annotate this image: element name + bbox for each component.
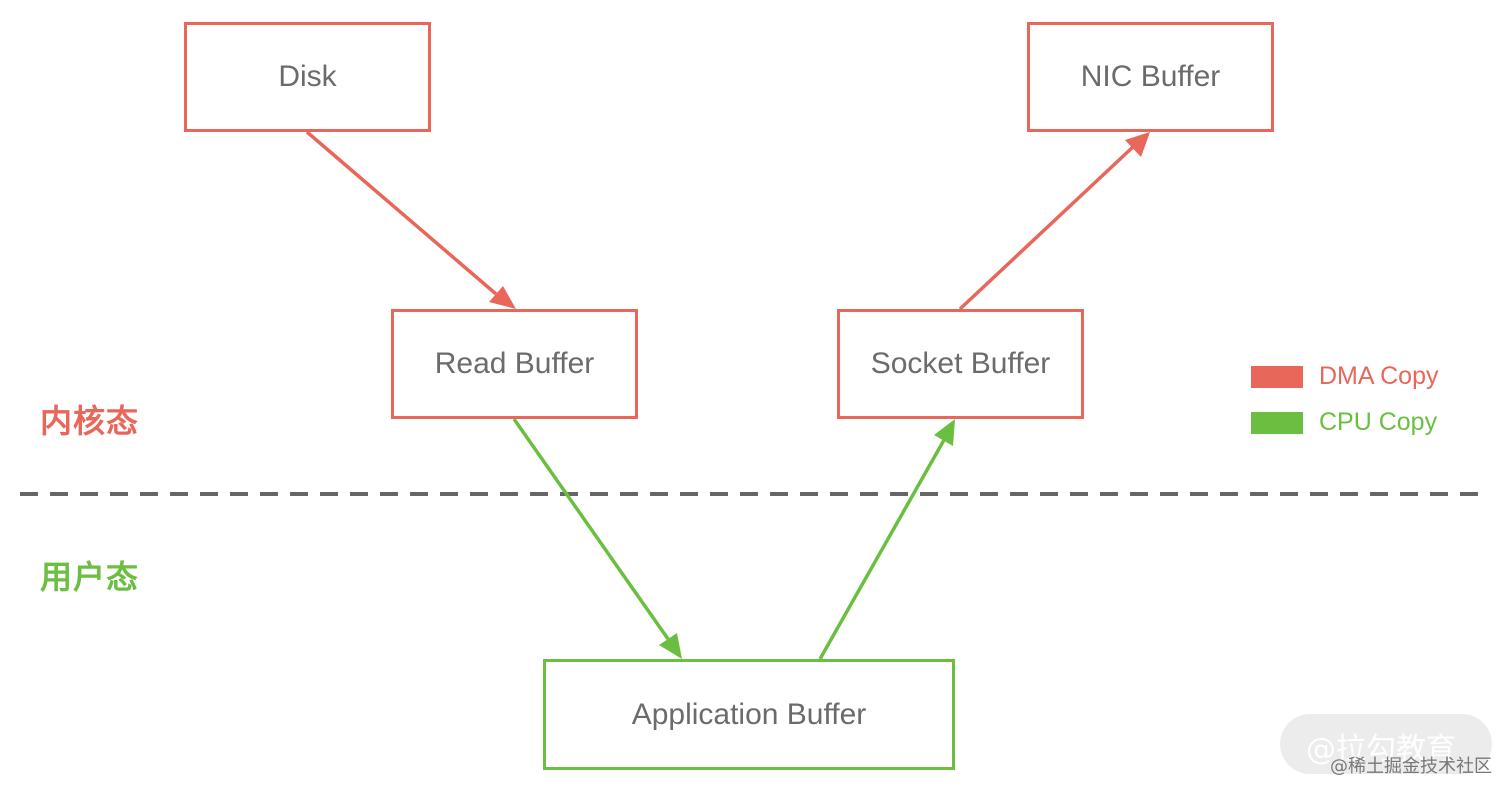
watermark-main-text: @拉勾教育: [1306, 732, 1456, 767]
disk-node: Disk: [184, 22, 431, 132]
read-buffer-label: Read Buffer: [434, 347, 595, 380]
arrowhead-socket-buffer: [934, 419, 955, 446]
application-buffer-node: Application Buffer: [543, 659, 955, 770]
arrow-disk-to-read-buffer: [305, 130, 498, 296]
legend-dma-label: DMA Copy: [1319, 362, 1439, 390]
user-space-label: 用户态: [40, 558, 140, 596]
legend-cpu-copy: CPU Copy: [1251, 408, 1437, 437]
legend-cpu-label: CPU Copy: [1319, 408, 1438, 436]
arrow-socket-to-nic-buffer: [958, 144, 1136, 311]
legend-dma-swatch: [1251, 365, 1303, 388]
arrowhead-application-buffer: [659, 633, 682, 659]
arrow-application-to-socket-buffer: [818, 439, 946, 660]
nic-buffer-node: NIC Buffer: [1027, 22, 1274, 132]
arrowhead-nic-buffer: [1125, 132, 1150, 157]
kernel-space-label: 内核态: [40, 402, 140, 440]
application-buffer-label: Application Buffer: [631, 697, 867, 731]
disk-label: Disk: [278, 60, 337, 93]
watermark-sub-text: @稀土掘金技术社区: [1330, 756, 1492, 777]
socket-buffer-label: Socket Buffer: [870, 347, 1051, 380]
read-buffer-node: Read Buffer: [391, 309, 638, 419]
socket-buffer-node: Socket Buffer: [837, 309, 1084, 419]
arrowhead-read-buffer: [489, 286, 516, 309]
legend-dma-copy: DMA Copy: [1251, 362, 1438, 391]
nic-buffer-label: NIC Buffer: [1080, 60, 1221, 93]
legend-cpu-swatch: [1251, 411, 1303, 434]
watermark-badge: [1280, 714, 1492, 774]
arrow-read-to-application-buffer: [512, 417, 670, 641]
